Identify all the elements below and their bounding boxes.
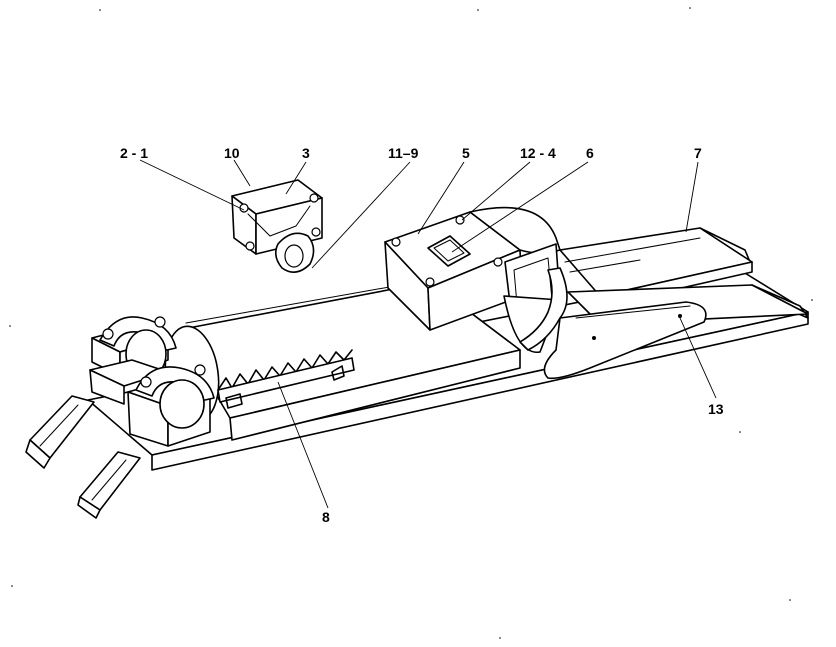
leader-5 [417, 161, 465, 235]
leader-11-9 [311, 161, 411, 269]
leader-7 [685, 161, 699, 233]
callout-11-9: 11–9 [388, 145, 419, 161]
leader-13 [679, 317, 717, 399]
callout-8: 8 [322, 509, 330, 525]
callout-7: 7 [694, 145, 702, 161]
callout-10: 10 [224, 145, 240, 161]
rail-plate [543, 301, 707, 380]
rear-yoke [469, 206, 568, 353]
callout-13: 13 [708, 401, 724, 417]
callout-labels: 2 - 1 10 3 11–9 5 12 - 4 6 7 13 8 [120, 145, 724, 525]
callout-6: 6 [586, 145, 594, 161]
leader-2-1 [139, 159, 245, 211]
serrated-rack [217, 349, 355, 409]
front-clamp-lower [89, 359, 215, 447]
leader-3 [285, 161, 307, 195]
scan-specks [9, 7, 813, 639]
callout-5: 5 [462, 145, 470, 161]
callout-3: 3 [302, 145, 310, 161]
leader-6 [451, 161, 589, 253]
detached-housing [231, 179, 323, 273]
leader-lines [139, 159, 717, 509]
leader-10 [233, 159, 251, 187]
callout-12-4: 12 - 4 [520, 145, 556, 161]
center-box [384, 211, 523, 331]
callout-2-1: 2 - 1 [120, 145, 148, 161]
leader-8 [277, 381, 329, 509]
leader-12-4 [461, 161, 531, 221]
